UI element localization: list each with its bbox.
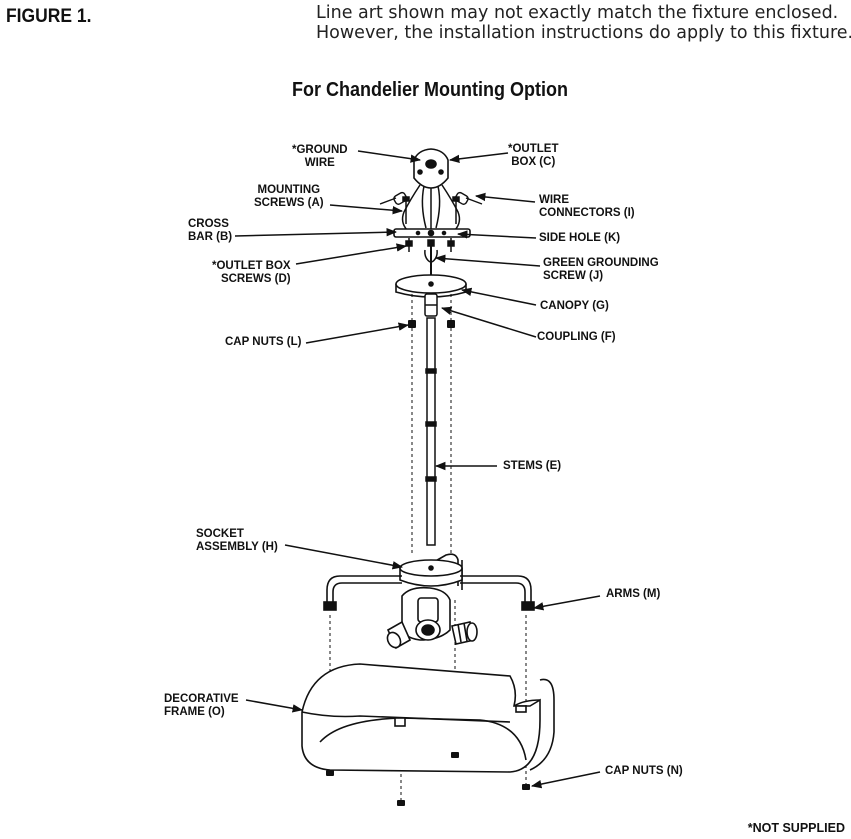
label-cap-nuts-l: CAP NUTS (L) xyxy=(225,336,302,348)
diagram-subtitle: For Chandelier Mounting Option xyxy=(292,79,568,101)
stems xyxy=(425,317,437,546)
label-ground-wire: *GROUND WIRE xyxy=(292,144,348,169)
outlet-box xyxy=(413,148,449,189)
label-stems: STEMS (E) xyxy=(503,460,562,472)
disclaimer-line-1: Line art shown may not exactly match the… xyxy=(316,3,839,23)
disclaimer-line-2: However, the installation instructions d… xyxy=(316,23,851,43)
mounting-screws xyxy=(402,196,460,224)
cap-nuts-n xyxy=(326,752,530,806)
label-coupling: COUPLING (F) xyxy=(537,331,616,343)
cap-nuts-l xyxy=(408,320,455,328)
not-supplied-note: *NOT SUPPLIED xyxy=(747,821,845,835)
socket-assembly xyxy=(386,553,478,650)
decorative-frame xyxy=(301,663,555,773)
label-outlet-box-screws: *OUTLET BOX SCREWS (D) xyxy=(212,260,291,285)
wires xyxy=(401,184,461,263)
label-mounting-screws: MOUNTING SCREWS (A) xyxy=(254,184,324,209)
wire-connectors xyxy=(379,191,483,205)
coupling xyxy=(424,293,438,317)
cross-bar xyxy=(393,228,471,238)
leader-lines xyxy=(234,150,601,789)
label-side-hole: SIDE HOLE (K) xyxy=(539,232,621,244)
disclaimer: Line art shown may not exactly match the… xyxy=(316,3,851,43)
figure-title: FIGURE 1. xyxy=(6,6,92,27)
canopy xyxy=(395,274,467,298)
label-decorative-frame: DECORATIVE FRAME (O) xyxy=(164,693,239,718)
label-cross-bar: CROSS BAR (B) xyxy=(188,218,233,243)
label-wire-connectors: WIRE CONNECTORS (I) xyxy=(539,194,635,219)
arms xyxy=(323,575,535,611)
label-canopy: CANOPY (G) xyxy=(540,300,609,312)
label-outlet-box: *OUTLET BOX (C) xyxy=(508,143,559,168)
label-green-grounding-screw: GREEN GROUNDING SCREW (J) xyxy=(543,257,659,282)
label-cap-nuts-n: CAP NUTS (N) xyxy=(605,765,683,777)
label-arms: ARMS (M) xyxy=(606,588,661,600)
label-socket-assembly: SOCKET ASSEMBLY (H) xyxy=(196,528,278,553)
